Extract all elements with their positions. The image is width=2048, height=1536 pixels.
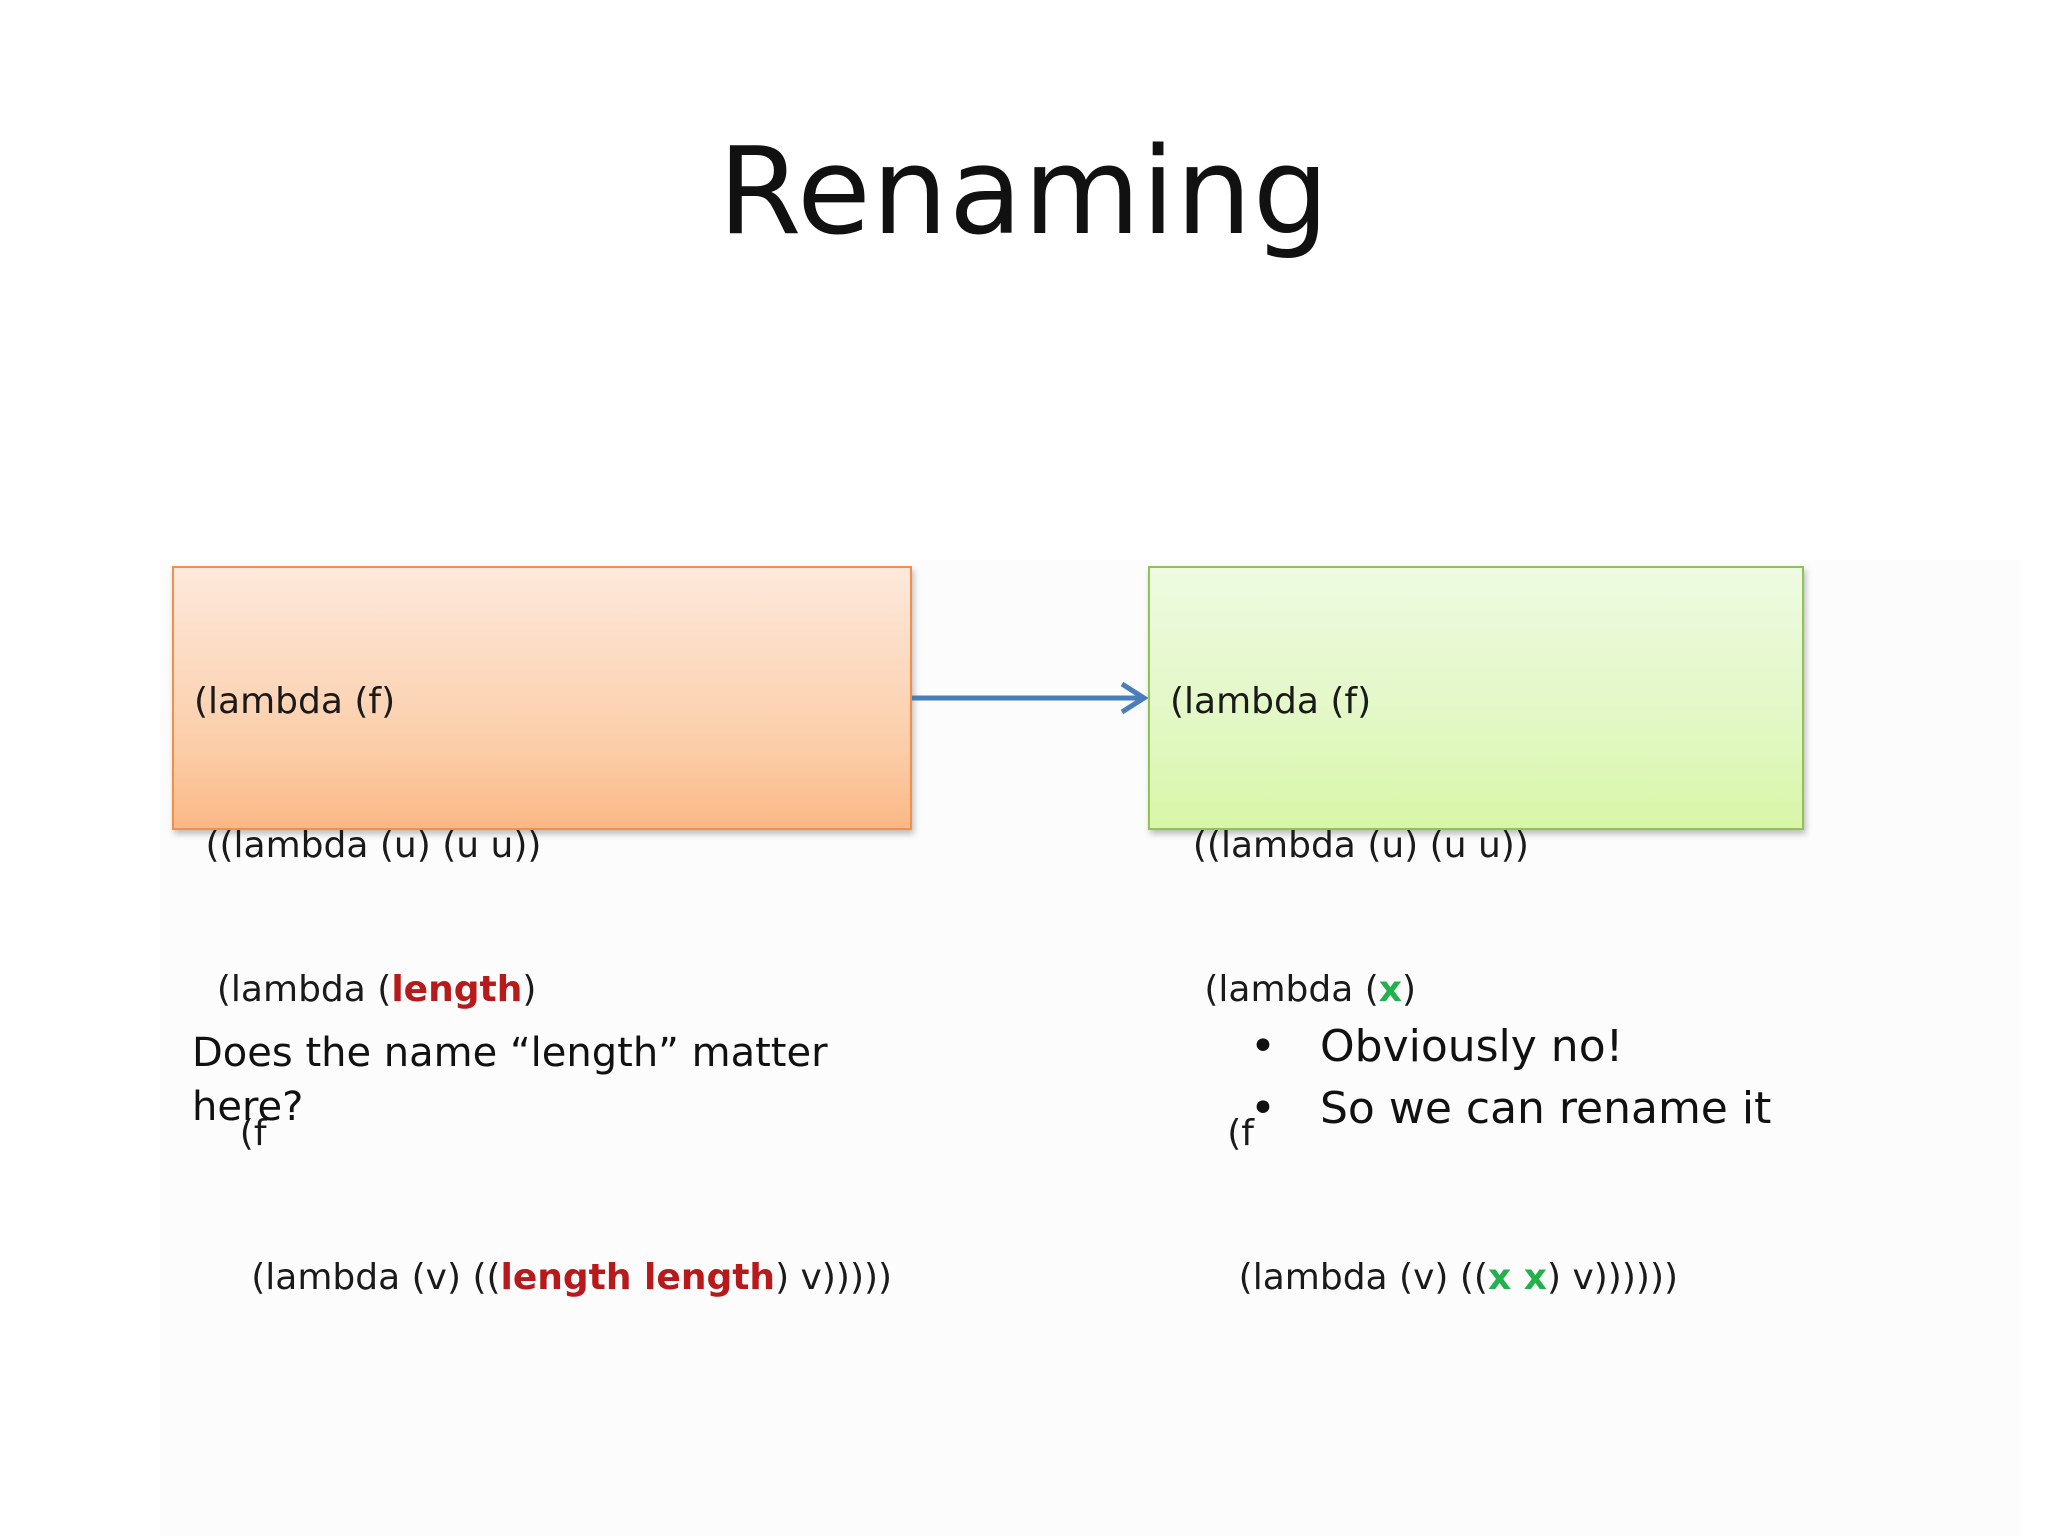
original-code-box: (lambda (f) ((lambda (u) (u u)) (lambda … — [172, 566, 912, 1298]
code-text: ((lambda (u) (u u)) — [1170, 825, 1529, 866]
code-text: (lambda ( — [1170, 969, 1379, 1010]
highlighted-identifier: length length — [500, 1257, 776, 1298]
code-text: ) — [1402, 969, 1417, 1010]
highlighted-identifier: length — [391, 969, 523, 1010]
code-line: ((lambda (u) (u u)) — [1170, 822, 1782, 870]
code-text: (f — [1170, 1113, 1254, 1154]
right-arrow-icon — [912, 681, 1149, 715]
code-line: (lambda (x) — [1170, 966, 1782, 1014]
highlighted-identifier: x x — [1487, 1257, 1547, 1298]
bullet-text: Obviously no! — [1320, 1021, 1624, 1072]
code-text: (f — [194, 1113, 267, 1154]
code-line: (lambda (v) ((x x) v)))))) — [1170, 1254, 1782, 1302]
code-text: ) v)))))) — [1546, 1257, 1679, 1298]
code-line: (f — [194, 1110, 890, 1158]
slide-title: Renaming — [718, 123, 1330, 262]
code-text: (lambda (v) (( — [194, 1257, 501, 1298]
renamed-code-box: (lambda (f) ((lambda (u) (u u)) (lambda … — [1148, 566, 1804, 1298]
highlighted-identifier: x — [1378, 969, 1402, 1010]
list-item: • So we can rename it — [1250, 1078, 1950, 1140]
code-line: (lambda (length) — [194, 966, 890, 1014]
code-text: (lambda (f) — [194, 681, 396, 722]
code-line: (f — [1170, 1110, 1782, 1158]
code-text: (lambda (v) (( — [1170, 1257, 1488, 1298]
code-text: ) — [522, 969, 537, 1010]
bullet-text: So we can rename it — [1320, 1083, 1772, 1134]
code-line: (lambda (f) — [194, 678, 890, 726]
code-text: ((lambda (u) (u u)) — [194, 825, 542, 866]
code-line: (lambda (v) ((length length) v))))) — [194, 1254, 893, 1302]
question-text: Does the name “length” matter here? — [192, 1030, 828, 1130]
bullet-icon: • — [1250, 1083, 1276, 1134]
code-text: (lambda ( — [194, 969, 392, 1010]
code-line: ((lambda (u) (u u)) — [194, 822, 890, 870]
answer-bullet-list: • Obviously no! • So we can rename it — [1250, 1016, 1950, 1140]
list-item: • Obviously no! — [1250, 1016, 1950, 1078]
code-text: ) v))))) — [775, 1257, 893, 1298]
bullet-icon: • — [1250, 1021, 1276, 1072]
code-text: (lambda (f) — [1170, 681, 1372, 722]
code-line: (lambda (f) — [1170, 678, 1782, 726]
